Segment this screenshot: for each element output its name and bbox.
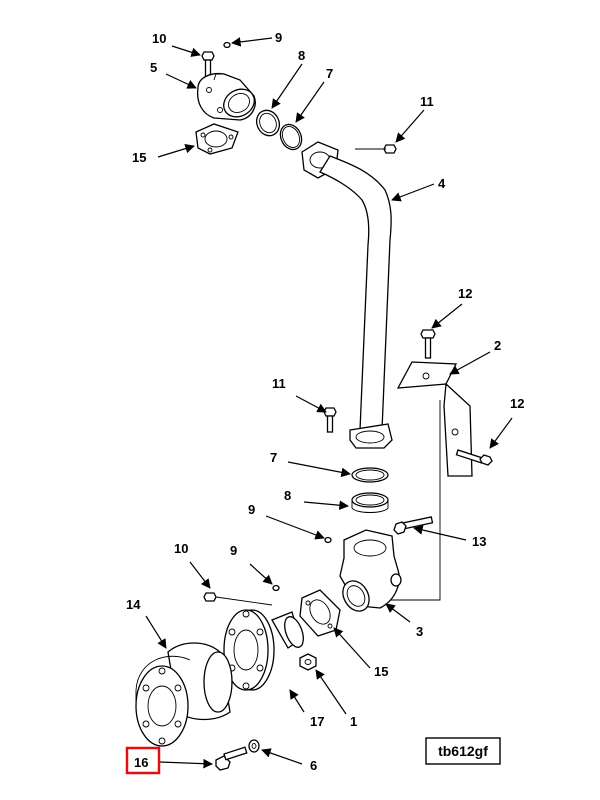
bolt-10-low: [203, 592, 273, 606]
callout-12-top: 12: [458, 286, 472, 301]
callout-7-top: 7: [326, 66, 333, 81]
callout-9-mid: 9: [248, 502, 255, 517]
callout-12-mid: 12: [510, 396, 524, 411]
pipe-4: [301, 141, 393, 449]
washer-6: [248, 739, 260, 753]
callout-6: 6: [310, 758, 317, 773]
callout-3: 3: [416, 624, 423, 639]
callout-15-low: 15: [374, 664, 388, 679]
gasket-15-top: [195, 123, 239, 155]
callout-16-highlight: [125, 746, 161, 775]
callout-5: 5: [150, 60, 157, 75]
callout-15-top: 15: [132, 150, 146, 165]
reference-code-box: tb612gf: [425, 737, 501, 765]
washer-9-mid: [324, 536, 332, 544]
callout-17: 17: [310, 714, 324, 729]
callout-11-mid: 11: [272, 376, 286, 391]
nut-1: [299, 653, 317, 671]
callout-16: 16: [134, 755, 148, 770]
callout-10-top: 10: [152, 31, 166, 46]
callout-8-top: 8: [298, 48, 305, 63]
washer-9-top: [223, 41, 231, 49]
reference-code: tb612gf: [438, 743, 488, 759]
seal-ring-8-top: [255, 109, 281, 137]
callout-11-top: 11: [420, 94, 434, 109]
seal-ring-8-mid: [351, 492, 389, 513]
callout-9-low: 9: [230, 543, 237, 558]
clamp-body-14: [135, 642, 233, 747]
top-elbow-assembly: [195, 41, 397, 155]
callout-14: 14: [126, 597, 141, 612]
callout-4: 4: [438, 176, 446, 191]
callout-1: 1: [350, 714, 357, 729]
bolt-16: [215, 746, 248, 771]
bolt-12-top: [420, 329, 436, 359]
callout-2: 2: [494, 338, 501, 353]
callout-7-mid: 7: [270, 450, 277, 465]
callout-9-top: 9: [275, 30, 282, 45]
bracket-2: [384, 361, 473, 601]
gasket-15-low: [299, 589, 341, 637]
bolt-12-mid: [455, 449, 493, 466]
leader-lines: [145, 37, 513, 769]
adapter-flange: [271, 611, 304, 649]
seal-ring-7-mid: [351, 467, 389, 483]
callout-13: 13: [472, 534, 486, 549]
callout-10-low: 10: [174, 541, 188, 556]
callout-8-mid: 8: [284, 488, 291, 503]
elbow-3: [339, 529, 402, 612]
bolt-11-top: [355, 144, 397, 154]
elbow-5: [196, 72, 256, 121]
flange-17: [223, 609, 275, 691]
seal-ring-7-top: [279, 123, 303, 151]
washer-9-low: [272, 584, 280, 592]
callout-labels: 10 9 5 8 7 11 15 4 12 2 12 11 7 8 9 13 1…: [126, 30, 524, 773]
